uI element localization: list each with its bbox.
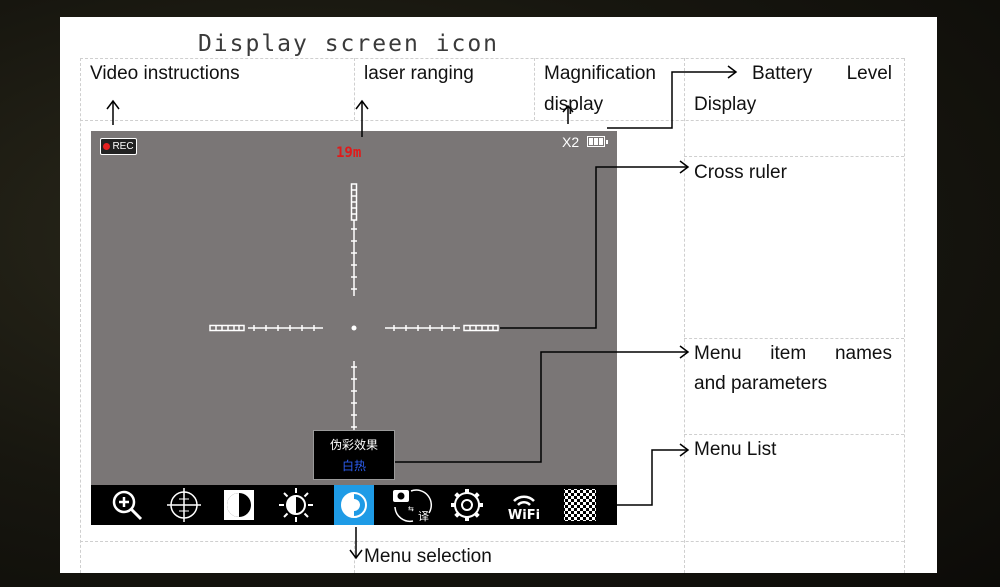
record-dot-icon: [103, 143, 111, 150]
contrast-icon: [224, 490, 254, 520]
label-level-word: Level: [846, 63, 892, 84]
label-battery-display: Display: [694, 94, 757, 115]
magnification-value: X2: [562, 134, 580, 150]
label-and-parameters: and parameters: [694, 373, 828, 394]
crosshair-icon: [167, 488, 201, 522]
grid-line: [904, 58, 905, 573]
label-menu-selection: Menu selection: [364, 546, 492, 567]
rec-indicator: REC: [100, 138, 137, 155]
brightness-icon: [279, 488, 313, 522]
label-video-instructions: Video instructions: [90, 63, 240, 84]
arrow-menu-list: [617, 449, 688, 506]
wifi-icon: WiFi: [508, 495, 540, 523]
reticle-center-dot: [351, 325, 357, 331]
menu-item-checkerboard[interactable]: [560, 485, 600, 525]
document-title: Display screen icon: [197, 31, 500, 57]
menu-list-bar: ⇆ 译 WiFi: [91, 485, 617, 525]
menu-item-zoom[interactable]: [107, 485, 147, 525]
grid-line: [354, 58, 355, 120]
photo-translate-icon: ⇆ 译: [393, 489, 433, 523]
label-menu-item-names: Menu item names: [694, 338, 892, 369]
grid-line: [80, 58, 81, 573]
menu-item-settings[interactable]: [447, 485, 487, 525]
zoom-icon: [112, 490, 143, 521]
document-page: Display screen icon Video instructions l…: [60, 17, 937, 573]
menu-item-photo-translate[interactable]: ⇆ 译: [391, 485, 435, 525]
label-menu-list: Menu List: [694, 439, 777, 460]
settings-gear-icon: [451, 489, 483, 521]
grid-line: [80, 541, 904, 542]
wifi-text: WiFi: [508, 508, 540, 523]
arrow-battery: [607, 71, 736, 129]
label-laser-ranging: laser ranging: [364, 63, 474, 84]
menu-item-parameter: 白热: [341, 459, 366, 473]
checkerboard-icon: [564, 489, 596, 521]
cross-ruler-reticle: [209, 183, 499, 431]
menu-item-name: 伪彩效果: [329, 438, 378, 452]
menu-item-popup: 伪彩效果 白热: [313, 430, 395, 480]
label-magnification-line2: display: [544, 94, 604, 115]
arrow-menu-names: [395, 351, 688, 463]
grid-line: [80, 58, 904, 59]
reticle-right-ladder: [463, 324, 499, 332]
menu-item-contrast[interactable]: [219, 485, 259, 525]
label-word: names: [834, 343, 892, 364]
grid-line: [684, 434, 904, 435]
label-battery-word: Battery: [752, 63, 813, 84]
battery-icon: [587, 136, 608, 147]
label-magnification: Magnification: [544, 63, 656, 84]
translate-glyph: 译: [418, 510, 429, 523]
reticle-left-ladder: [209, 324, 245, 332]
laser-range-value: 19m: [336, 145, 362, 161]
annotation-arrows: [106, 65, 738, 560]
device-screen: REC 19m X2: [91, 131, 617, 485]
menu-item-wifi[interactable]: WiFi: [504, 485, 544, 525]
grid-line: [684, 338, 904, 339]
label-battery-level: Battery Level: [752, 58, 892, 89]
pseudo-color-icon: [341, 492, 367, 518]
arrow-cross-ruler: [500, 166, 688, 329]
grid-line: [80, 120, 904, 121]
grid-line: [534, 58, 535, 120]
menu-item-pseudo-color[interactable]: [334, 485, 374, 525]
label-word: item: [770, 343, 807, 364]
rec-text: REC: [112, 141, 134, 152]
label-word: Menu: [694, 343, 742, 364]
menu-item-crosshair[interactable]: [164, 485, 204, 525]
svg-text:⇆: ⇆: [408, 505, 414, 513]
grid-line: [684, 58, 685, 573]
menu-item-brightness[interactable]: [276, 485, 316, 525]
grid-line: [684, 156, 904, 157]
label-cross-ruler: Cross ruler: [694, 162, 787, 183]
